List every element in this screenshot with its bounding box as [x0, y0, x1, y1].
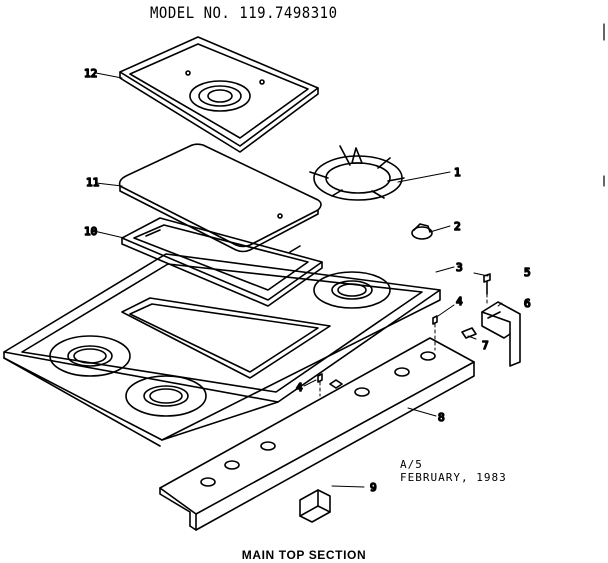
- part-5-screw: [483, 273, 491, 295]
- part-12-drip-tray: [119, 36, 319, 153]
- callout-4-upper: 4: [456, 295, 463, 308]
- callout-6: 6: [524, 297, 531, 310]
- callout-10: 10: [84, 225, 97, 238]
- part-10-griddle-pan: [121, 217, 323, 307]
- part-6-side-trim: [481, 301, 521, 367]
- part-9-bracket: [299, 489, 331, 523]
- callout-1: 1: [454, 166, 461, 179]
- part-1-burner-grate: [309, 145, 405, 201]
- part-3-cooktop: [3, 253, 441, 447]
- part-7-clip: [461, 327, 477, 339]
- callout-12: 12: [84, 67, 97, 80]
- revision-code: A/5: [400, 458, 423, 471]
- revision-date: FEBRUARY, 1983: [400, 471, 507, 484]
- part-4-screw-lower: [317, 373, 323, 383]
- callout-11: 11: [86, 176, 99, 189]
- callout-9: 9: [370, 481, 377, 494]
- part-4-screw-upper: [432, 315, 438, 325]
- part-2-knob: [411, 223, 433, 240]
- callout-4-lower: 4: [296, 381, 303, 394]
- leader-lines: [93, 72, 503, 488]
- diagram-caption: MAIN TOP SECTION: [241, 548, 367, 562]
- callout-3: 3: [456, 261, 463, 274]
- part-8-control-rail: [159, 337, 475, 531]
- callout-5: 5: [524, 266, 531, 279]
- model-number: MODEL NO. 119.7498310: [150, 4, 338, 23]
- callout-7: 7: [482, 339, 489, 352]
- callout-2: 2: [454, 220, 461, 233]
- part-11-griddle-cover: [118, 143, 322, 253]
- callout-8: 8: [438, 411, 445, 424]
